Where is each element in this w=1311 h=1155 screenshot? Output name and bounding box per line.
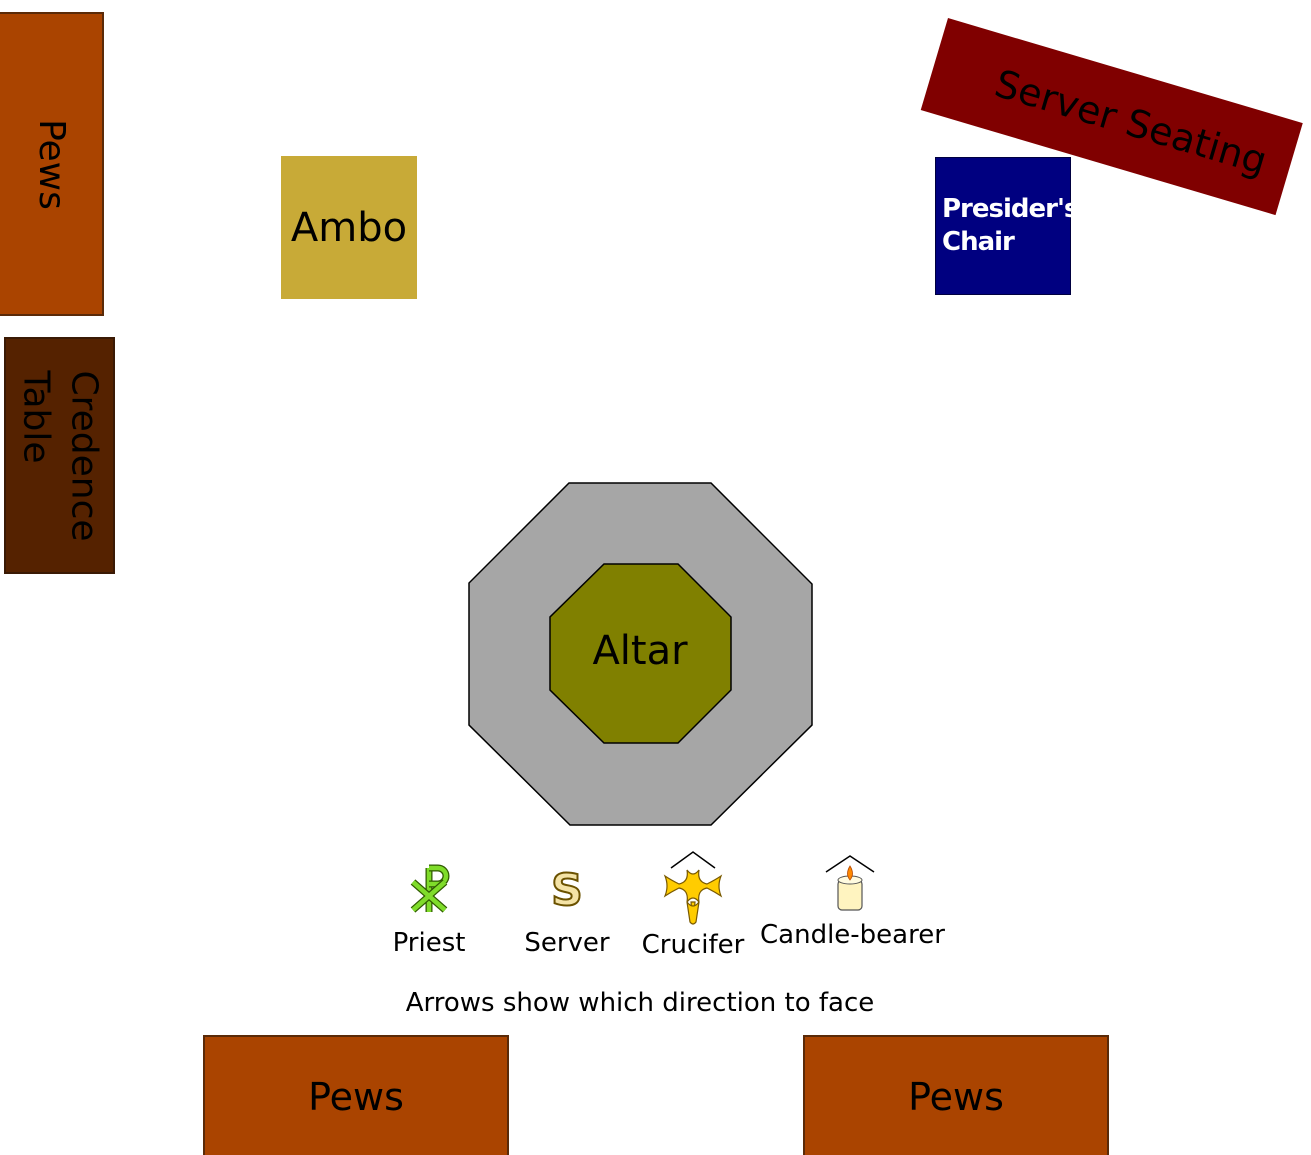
legend-note: Arrows show which direction to face bbox=[405, 988, 875, 1018]
credence-label-line1: Credence bbox=[63, 369, 105, 542]
presider-label-line1: Presider's bbox=[942, 194, 1079, 224]
cross-icon bbox=[663, 851, 723, 925]
legend-item-crucifer: Crucifer bbox=[638, 851, 748, 960]
ambo: Ambo bbox=[281, 156, 417, 299]
altar-platform bbox=[468, 482, 813, 826]
presider-label-line2: Chair bbox=[942, 227, 1015, 257]
pews-bottom-left: Pews bbox=[203, 1035, 509, 1155]
server-s-icon: S bbox=[550, 864, 584, 916]
altar-label: Altar bbox=[592, 628, 688, 674]
svg-text:S: S bbox=[551, 865, 583, 916]
legend: Priest S Server Crucifer Candle-bear bbox=[380, 851, 945, 1030]
chi-rho-icon bbox=[410, 864, 450, 913]
legend-item-priest: Priest bbox=[384, 860, 474, 958]
presider-chair-label: Presider's Chair bbox=[936, 193, 1079, 259]
credence-label-line2: Table bbox=[15, 369, 57, 464]
pews-left-label: Pews bbox=[30, 118, 72, 210]
pews-bottom-right-label: Pews bbox=[908, 1075, 1004, 1119]
pews-bottom-left-label: Pews bbox=[308, 1075, 404, 1119]
pews-bottom-right: Pews bbox=[803, 1035, 1109, 1155]
altar-table bbox=[549, 563, 732, 744]
credence-table-label: Credence Table bbox=[12, 370, 108, 541]
legend-item-candle-bearer: Candle-bearer bbox=[760, 855, 945, 950]
presider-chair: Presider's Chair bbox=[935, 157, 1079, 295]
ambo-label: Ambo bbox=[290, 204, 408, 251]
legend-label-priest: Priest bbox=[392, 928, 466, 958]
pews-left: Pews bbox=[0, 12, 104, 316]
legend-label-crucifer: Crucifer bbox=[641, 930, 745, 960]
flame-icon bbox=[847, 865, 853, 881]
legend-item-server: S Server bbox=[522, 860, 612, 958]
credence-table: Credence Table bbox=[4, 337, 115, 574]
legend-label-candle-bearer: Candle-bearer bbox=[760, 920, 945, 950]
candle-icon bbox=[825, 855, 875, 911]
legend-label-server: Server bbox=[524, 928, 610, 958]
